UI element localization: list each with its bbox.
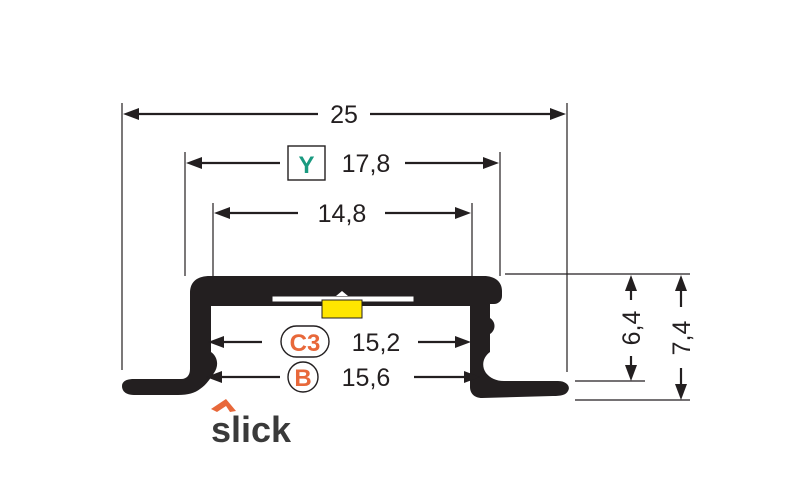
b-badge-box: [287, 361, 319, 393]
y-badge: Y: [298, 152, 314, 179]
led-chip: [321, 299, 363, 319]
overall-width-label: 25: [330, 101, 358, 129]
dimension-inner-width: 14,8: [214, 200, 471, 228]
c3-width-label: 15,2: [352, 329, 401, 357]
b-width-label: 15,6: [342, 364, 391, 392]
dimension-height-large: 7,4: [668, 275, 696, 400]
extension-lines: [121, 103, 690, 401]
slick-logo: slick: [211, 399, 292, 450]
dimension-c3-width: C3 15,2: [208, 325, 471, 358]
aluminium-profile: [122, 276, 569, 398]
dimension-b-width: B 15,6: [206, 361, 480, 393]
b-badge: B: [294, 365, 311, 392]
dimension-overall-width: 25: [123, 101, 566, 129]
dimension-height-small: 6,4: [618, 275, 646, 381]
slick-logo-text: slick: [211, 409, 292, 450]
c3-badge-box: [280, 325, 330, 358]
inner-width-label: 14,8: [318, 200, 367, 228]
dimension-y-width: Y 17,8: [186, 145, 499, 181]
slick-logo-accent-icon: [211, 399, 236, 412]
c3-badge: C3: [290, 330, 321, 357]
y-width-label: 17,8: [342, 150, 391, 178]
height-large-label: 7,4: [668, 321, 696, 356]
height-small-label: 6,4: [618, 311, 646, 346]
led-chip-marker: [336, 291, 348, 296]
y-badge-box: [287, 145, 326, 181]
